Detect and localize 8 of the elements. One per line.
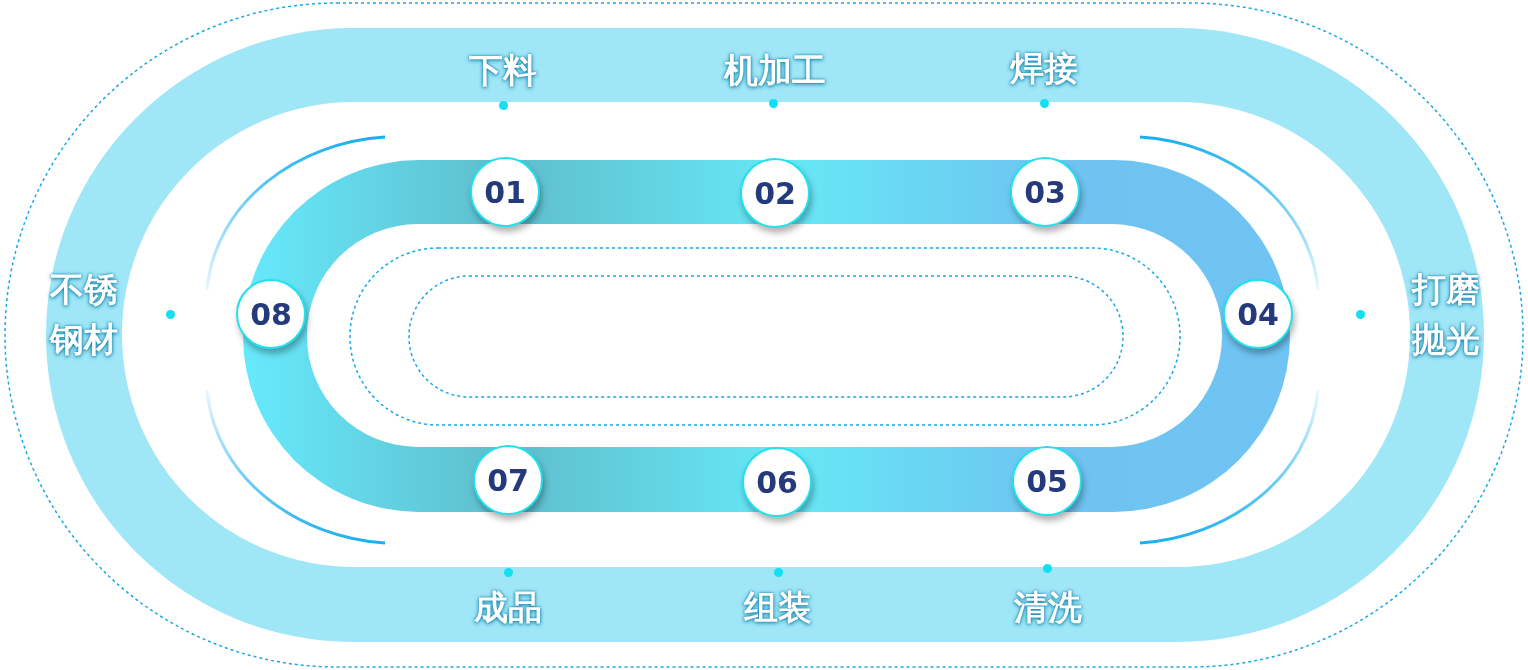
- step-label: 打磨抛光: [1410, 268, 1481, 361]
- step-label: 组装: [744, 586, 812, 629]
- step-label: 清洗: [1014, 586, 1082, 629]
- step-label: 机加工: [724, 49, 826, 92]
- step-label: 成品: [474, 586, 542, 629]
- step-label: 下料: [469, 49, 537, 92]
- step-label: 焊接: [1010, 47, 1078, 90]
- step-label: 不锈钢材: [48, 268, 119, 361]
